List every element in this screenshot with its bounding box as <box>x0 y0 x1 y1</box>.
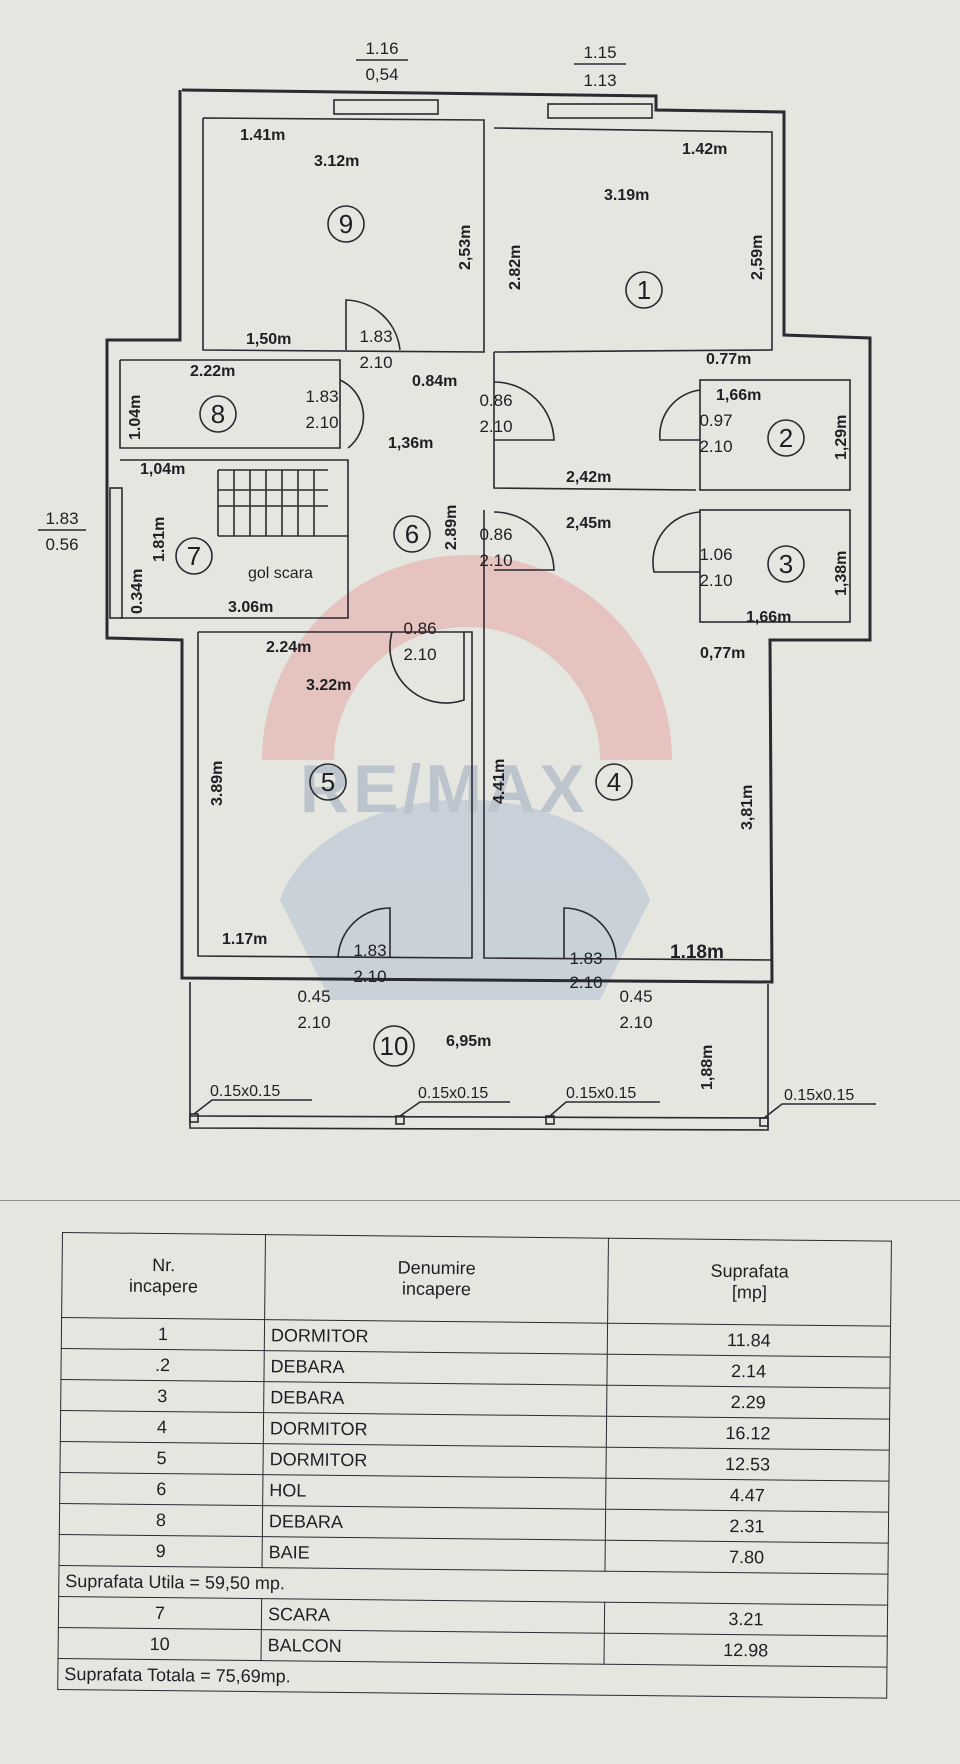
door-den: 2.10 <box>699 437 732 456</box>
dim-label: 1,29m <box>833 415 850 460</box>
dim-label: 2,45m <box>566 515 611 532</box>
door-arcs <box>337 299 701 959</box>
door-num: 0.86 <box>403 619 436 638</box>
walls <box>105 88 872 1131</box>
dim-label: 6,95m <box>446 1033 491 1050</box>
door-den: 2.10 <box>403 645 436 664</box>
door-den: 2.10 <box>353 967 386 986</box>
pillar-label: 0.15x0.15 <box>210 1083 280 1100</box>
dim-label: 0,77m <box>700 645 745 662</box>
dim-label: 1,36m <box>388 435 433 452</box>
door-den: 2.10 <box>569 973 602 992</box>
frac-den: 0.56 <box>45 535 78 554</box>
dim-label: 1.18m <box>670 942 724 963</box>
dim-label: 1.41m <box>240 127 285 144</box>
door-num: 1.83 <box>569 949 602 968</box>
dim-label: 4.41m <box>491 759 508 804</box>
dim-label: 1,88m <box>699 1045 716 1090</box>
pillar-label: 0.15x0.15 <box>418 1085 488 1102</box>
door-num: 1.83 <box>359 327 392 346</box>
frac-num: 1.15 <box>583 43 616 62</box>
door-num: 0.86 <box>479 525 512 544</box>
dim-label: 3.06m <box>228 599 273 616</box>
door-num: 0.97 <box>699 411 732 430</box>
dim-label: 3.12m <box>314 153 359 170</box>
dim-label: 1,66m <box>716 387 761 404</box>
door-den: 2.10 <box>699 571 732 590</box>
door-num: 1.06 <box>699 545 732 564</box>
dim-label: 2,42m <box>566 469 611 486</box>
pillar-label: 0.15x0.15 <box>784 1087 854 1104</box>
dim-label: 1.81m <box>151 517 168 562</box>
room-number: 4 <box>607 767 621 797</box>
door-num: 0.86 <box>479 391 512 410</box>
door-den: 2.10 <box>359 353 392 372</box>
room-number: 2 <box>779 423 793 453</box>
floor-plan: RE/MAX <box>38 39 876 1131</box>
dim-label: 0.34m <box>129 569 146 614</box>
window-fractions: 1.16 0,54 1.15 1.13 1.83 0.56 <box>38 39 626 554</box>
frac-num: 1.16 <box>365 39 398 58</box>
dim-label: 1.04m <box>127 395 144 440</box>
frac-num: 1.83 <box>45 509 78 528</box>
room-number: 1 <box>637 275 651 305</box>
dim-label: 3.19m <box>604 187 649 204</box>
header-nr: Nr.incapere <box>61 1232 266 1320</box>
dim-label: 0.77m <box>706 351 751 368</box>
header-suprafata: Suprafata[mp] <box>607 1238 892 1327</box>
room-numbers: 9 1 8 2 6 7 3 5 4 10 gol scara <box>175 205 805 1067</box>
dim-label: 2.89m <box>443 505 460 550</box>
dim-label: 1,04m <box>140 461 185 478</box>
section-divider <box>0 1200 960 1201</box>
room-number: 8 <box>211 399 225 429</box>
dimension-labels: 1.41m 3.12m 2,53m 1,50m 1.42m 3.19m 2.82… <box>127 127 850 1090</box>
door-num: 1.83 <box>305 387 338 406</box>
dim-label: 2,53m <box>457 225 474 270</box>
dim-label: 2,59m <box>749 235 766 280</box>
room-number: 10 <box>380 1031 409 1061</box>
door-den: 2.10 <box>479 551 512 570</box>
pillars: 0.15x0.15 0.15x0.15 0.15x0.15 0.15x0.15 <box>189 1083 876 1127</box>
dim-label: 1.42m <box>682 141 727 158</box>
dim-label: 3,81m <box>739 785 756 830</box>
dim-label: 2.82m <box>507 245 524 290</box>
dim-label: 1,38m <box>833 551 850 596</box>
watermark-text: RE/MAX <box>300 751 588 827</box>
room-number: 5 <box>321 767 335 797</box>
dim-label: 2.22m <box>190 363 235 380</box>
dim-label: 3.22m <box>306 677 351 694</box>
frac-den: 1.13 <box>583 71 616 90</box>
dim-label: 3.89m <box>209 761 226 806</box>
remax-watermark: RE/MAX <box>262 555 672 1000</box>
dim-label: 1,66m <box>746 609 791 626</box>
pillar-label: 0.15x0.15 <box>566 1085 636 1102</box>
door-num: 0.45 <box>297 987 330 1006</box>
dim-label: 1,50m <box>246 331 291 348</box>
room-number: 7 <box>187 541 201 571</box>
gol-scara-label: gol scara <box>248 565 313 582</box>
door-den: 2.10 <box>479 417 512 436</box>
door-num: 1.83 <box>353 941 386 960</box>
room-number: 6 <box>405 519 419 549</box>
door-den: 2.10 <box>305 413 338 432</box>
dim-label: 2.24m <box>266 639 311 656</box>
door-den: 2.10 <box>297 1013 330 1032</box>
frac-den: 0,54 <box>365 65 398 84</box>
door-labels: 1.83 2.10 1.83 2.10 0.86 2.10 0.97 2.10 … <box>297 327 732 1032</box>
dim-label: 0.84m <box>412 373 457 390</box>
room-number: 9 <box>339 209 353 239</box>
door-den: 2.10 <box>619 1013 652 1032</box>
room-number: 3 <box>779 549 793 579</box>
dim-label: 1.17m <box>222 931 267 948</box>
door-num: 0.45 <box>619 987 652 1006</box>
